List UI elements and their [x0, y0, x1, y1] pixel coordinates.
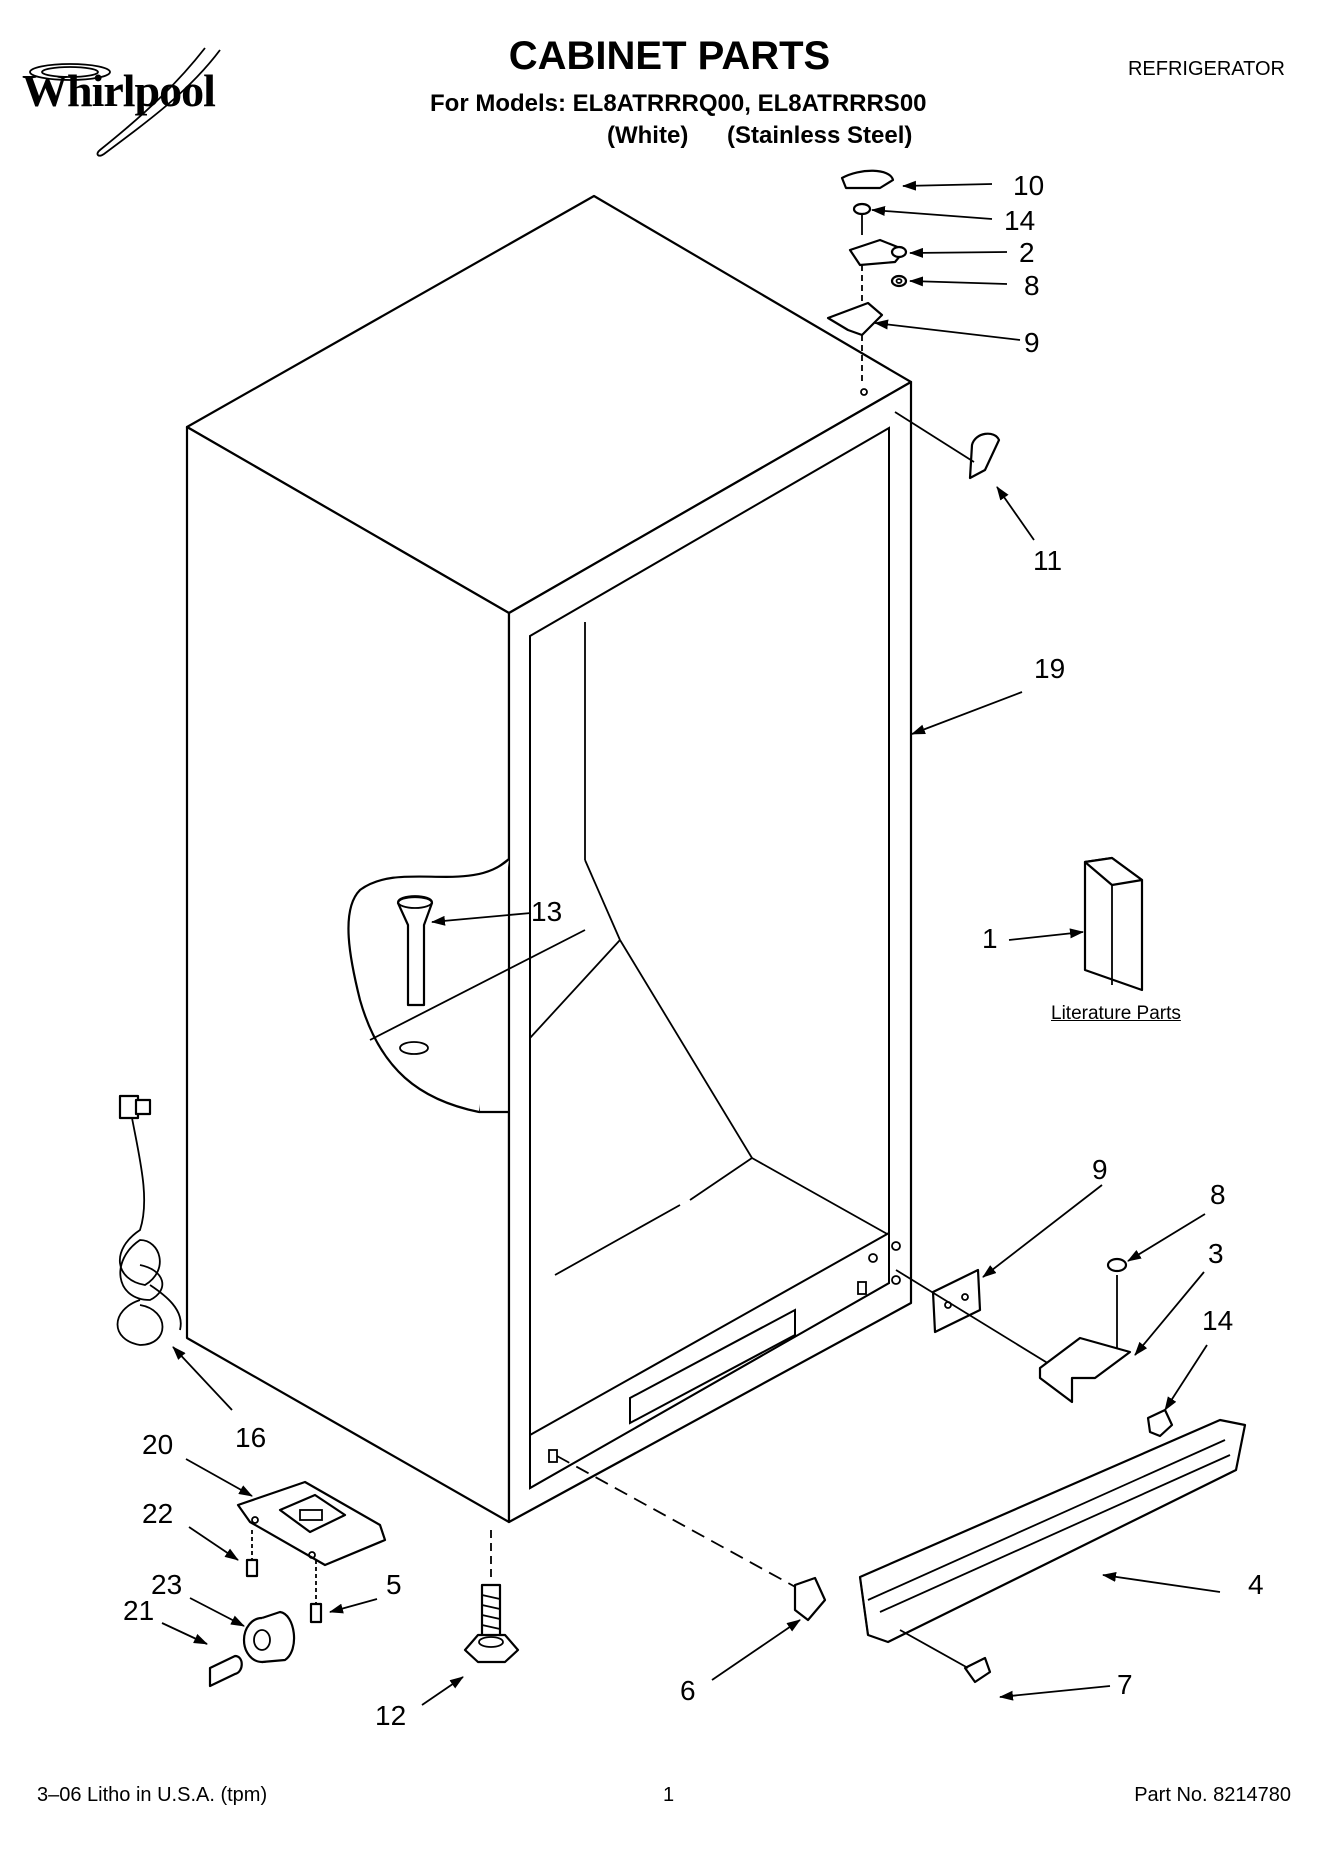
toe-grille	[858, 1418, 1247, 1644]
callout-16: 16	[235, 1422, 267, 1453]
appliance-category: REFRIGERATOR	[1127, 58, 1285, 80]
callout-3: 3	[1208, 1238, 1224, 1269]
variant-stainless: (Stainless Steel)	[727, 122, 913, 149]
page-title: CABINET PARTS	[508, 34, 831, 78]
literature-box	[1083, 856, 1144, 992]
grille-clip	[793, 1576, 827, 1622]
bottom-hinge-parts	[895, 1257, 1174, 1438]
variant-white: (White)	[607, 122, 689, 149]
grille-screw	[899, 1629, 992, 1684]
callout-1: 1	[982, 923, 998, 954]
callout-14-top: 14	[1004, 205, 1036, 236]
power-cord	[116, 1094, 182, 1346]
callout-12: 12	[375, 1700, 407, 1731]
footer-page-number: 1	[663, 1784, 675, 1806]
pin	[208, 1654, 243, 1688]
footer-litho: 3–06 Litho in U.S.A. (tpm)	[37, 1784, 268, 1806]
bumper	[242, 1610, 296, 1664]
cabinet-body	[185, 194, 913, 1524]
callout-4: 4	[1248, 1569, 1264, 1600]
bracket-screw-22	[245, 1530, 259, 1578]
callout-8-bottom: 8	[1210, 1179, 1226, 1210]
callout-6: 6	[680, 1675, 696, 1706]
callout-19: 19	[1034, 653, 1066, 684]
logo-swoosh	[29, 47, 221, 157]
leveling-bracket	[236, 1480, 387, 1567]
literature-parts-label: Literature Parts	[1051, 1003, 1181, 1024]
clip-guide-line	[556, 1455, 811, 1596]
bracket-screw-5	[309, 1560, 323, 1624]
callout-20: 20	[142, 1429, 174, 1460]
callout-21: 21	[123, 1595, 155, 1626]
callout-8-top: 8	[1024, 270, 1040, 301]
callout-14-bottom: 14	[1202, 1305, 1234, 1336]
door-stop	[894, 411, 1001, 480]
callout-22: 22	[142, 1498, 174, 1529]
callout-23: 23	[151, 1569, 183, 1600]
callout-7: 7	[1117, 1669, 1133, 1700]
models-line: For Models: EL8ATRRRQ00, EL8ATRRRS00	[430, 90, 927, 117]
leader-lines	[161, 180, 1221, 1706]
callout-11: 11	[1033, 545, 1063, 576]
top-hinge-parts	[826, 169, 908, 385]
callout-2: 2	[1019, 237, 1035, 268]
callout-13: 13	[531, 896, 563, 927]
callout-5: 5	[386, 1569, 402, 1600]
footer-part-number: Part No. 8214780	[1134, 1784, 1291, 1806]
callout-9-top: 9	[1024, 327, 1040, 358]
leveling-leg	[463, 1530, 520, 1664]
callout-9-bottom: 9	[1092, 1154, 1108, 1185]
callout-10: 10	[1013, 170, 1045, 201]
drain-tube-detail	[347, 858, 586, 1114]
